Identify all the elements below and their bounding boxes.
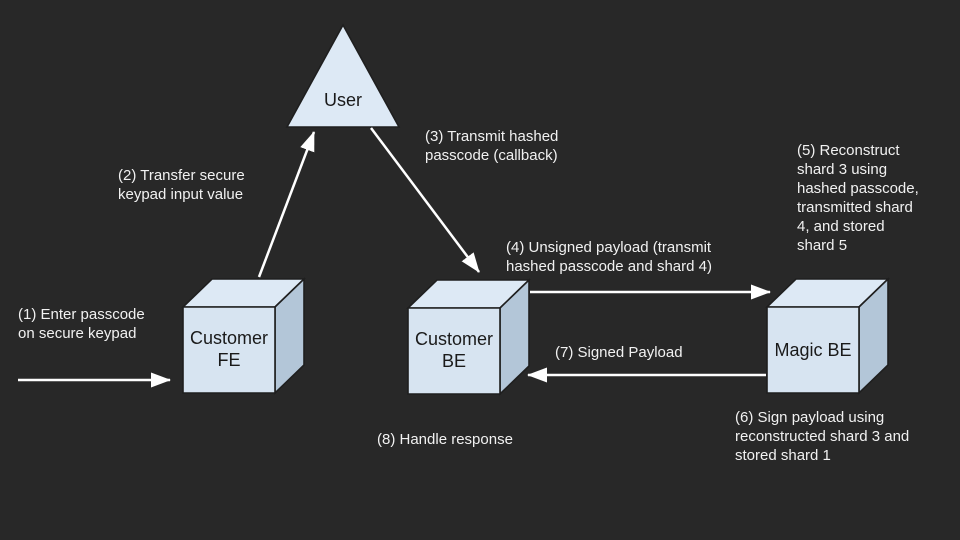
- annotation-step-4: (4) Unsigned payload (transmit hashed pa…: [506, 239, 712, 275]
- node-label-customer-be: Customer BE: [414, 329, 494, 371]
- arrow-step-2[interactable]: [257, 131, 316, 278]
- node-magic-be-cube[interactable]: [765, 277, 890, 395]
- annotation-step-2: (2) Transfer secure keypad input value: [118, 167, 245, 203]
- node-customer-fe-cube[interactable]: [181, 277, 306, 395]
- annotation-step-3: (3) Transmit hashed passcode (callback): [425, 128, 559, 164]
- node-label-user: User: [323, 90, 362, 110]
- annotation-step-6: (6) Sign payload using reconstructed sha…: [735, 409, 910, 464]
- node-label-customer-fe: Customer FE: [189, 328, 269, 370]
- arrow-step-3[interactable]: [370, 127, 480, 273]
- node-user-triangle[interactable]: [285, 23, 401, 128]
- node-label-magic-be: Magic BE: [774, 340, 852, 360]
- annotation-step-8: (8) Handle response: [377, 431, 513, 448]
- annotation-step-1: (1) Enter passcode on secure keypad: [18, 306, 145, 342]
- annotation-step-7: (7) Signed Payload: [555, 344, 683, 361]
- node-customer-be-cube[interactable]: [406, 278, 531, 396]
- annotation-step-5: (5) Reconstruct shard 3 using hashed pas…: [797, 142, 919, 254]
